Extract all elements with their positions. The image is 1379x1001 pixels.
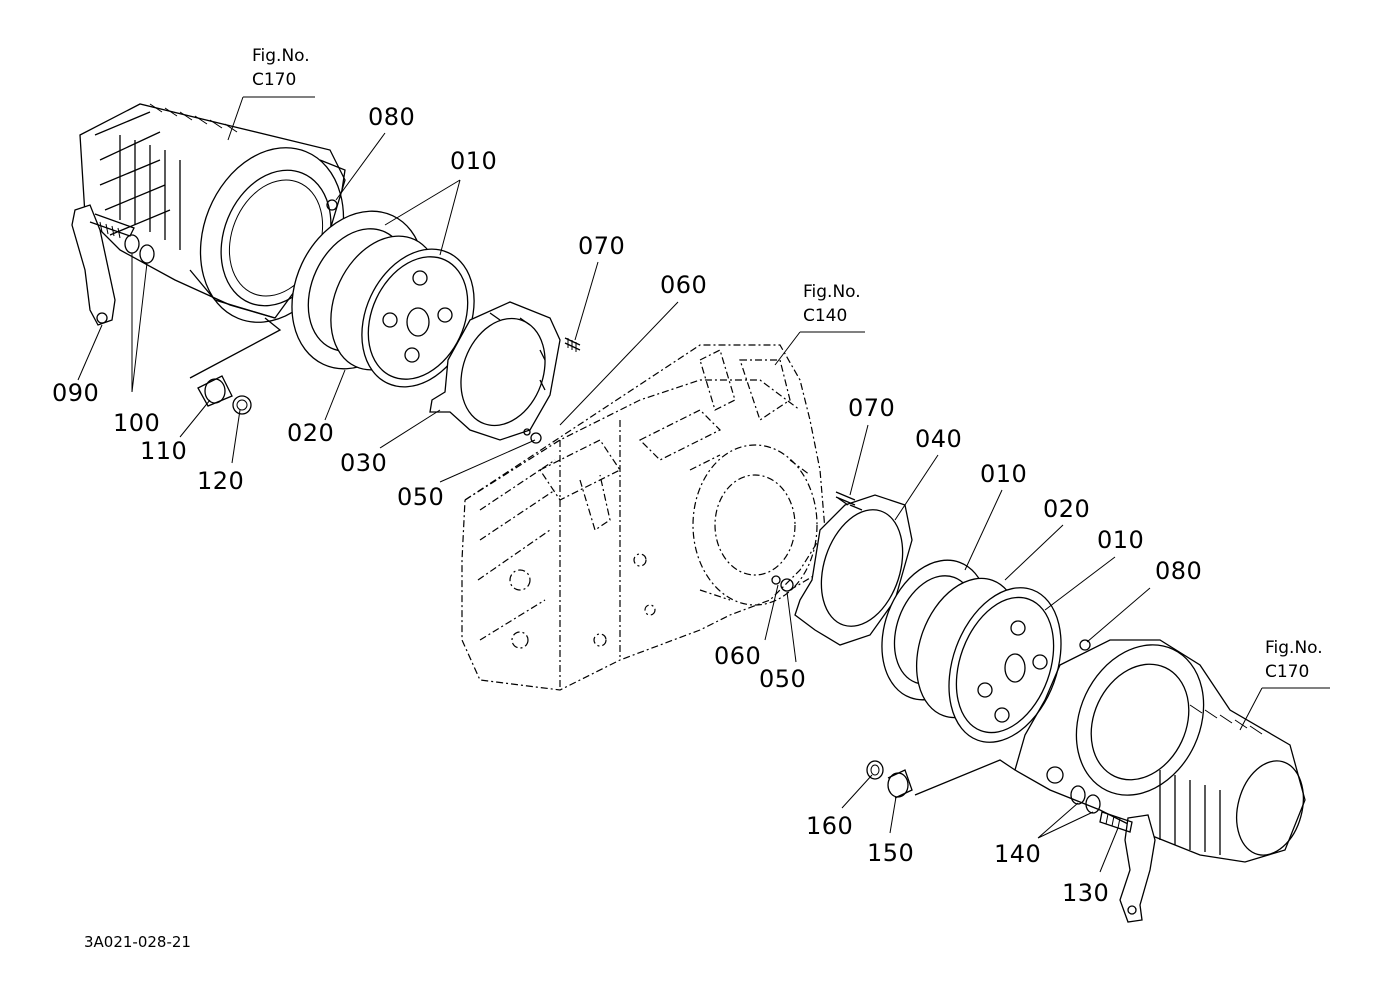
- part-label-040: 040: [915, 425, 963, 453]
- part-label-050-bottom: 050: [759, 665, 807, 693]
- lever-130-drawing: [1070, 785, 1156, 923]
- part-label-140: 140: [994, 840, 1042, 868]
- part-label-050-top: 050: [397, 483, 445, 511]
- fig-ref-c170-top: Fig.No. C170: [252, 44, 310, 92]
- bearing-110-drawing: [189, 317, 282, 415]
- part-label-110: 110: [140, 437, 188, 465]
- part-label-060-top: 060: [660, 271, 708, 299]
- fig-ref-label: Fig.No.: [1265, 638, 1323, 658]
- part-label-010-right2: 010: [1097, 526, 1145, 554]
- fig-ref-number: C140: [803, 306, 848, 326]
- fig-ref-number: C170: [1265, 662, 1310, 682]
- part-label-070-top: 070: [578, 232, 626, 260]
- fig-ref-label: Fig.No.: [252, 46, 310, 66]
- fig-ref-number: C170: [252, 70, 297, 90]
- part-label-120: 120: [197, 467, 245, 495]
- bearing-150-drawing: [866, 760, 913, 799]
- part-label-060-bottom: 060: [714, 642, 762, 670]
- part-label-010-right1: 010: [980, 460, 1028, 488]
- part-label-100: 100: [113, 409, 161, 437]
- pins-050-060: [523, 428, 794, 592]
- fig-ref-c170-bottom: Fig.No. C170: [1265, 636, 1323, 684]
- part-label-090: 090: [52, 379, 100, 407]
- brake-housing-right: [914, 639, 1306, 863]
- part-label-150: 150: [867, 839, 915, 867]
- part-label-130: 130: [1062, 879, 1110, 907]
- part-label-010-top: 010: [450, 147, 498, 175]
- fig-ref-c140: Fig.No. C140: [803, 280, 861, 328]
- part-label-030: 030: [340, 449, 388, 477]
- fig-ref-label: Fig.No.: [803, 282, 861, 302]
- part-label-020-left: 020: [287, 419, 335, 447]
- brake-plates-right: [794, 491, 1062, 743]
- leader-lines: [77, 96, 1330, 873]
- part-label-160: 160: [806, 812, 854, 840]
- drawing-code: 3A021-028-21: [84, 933, 191, 951]
- part-label-070-right: 070: [848, 394, 896, 422]
- brake-plates-top: [291, 210, 475, 388]
- cover-plate-030-drawing: [429, 301, 581, 441]
- part-label-020-right: 020: [1043, 495, 1091, 523]
- part-label-080-right: 080: [1155, 557, 1203, 585]
- part-label-080-top: 080: [368, 103, 416, 131]
- transmission-case: [461, 344, 826, 691]
